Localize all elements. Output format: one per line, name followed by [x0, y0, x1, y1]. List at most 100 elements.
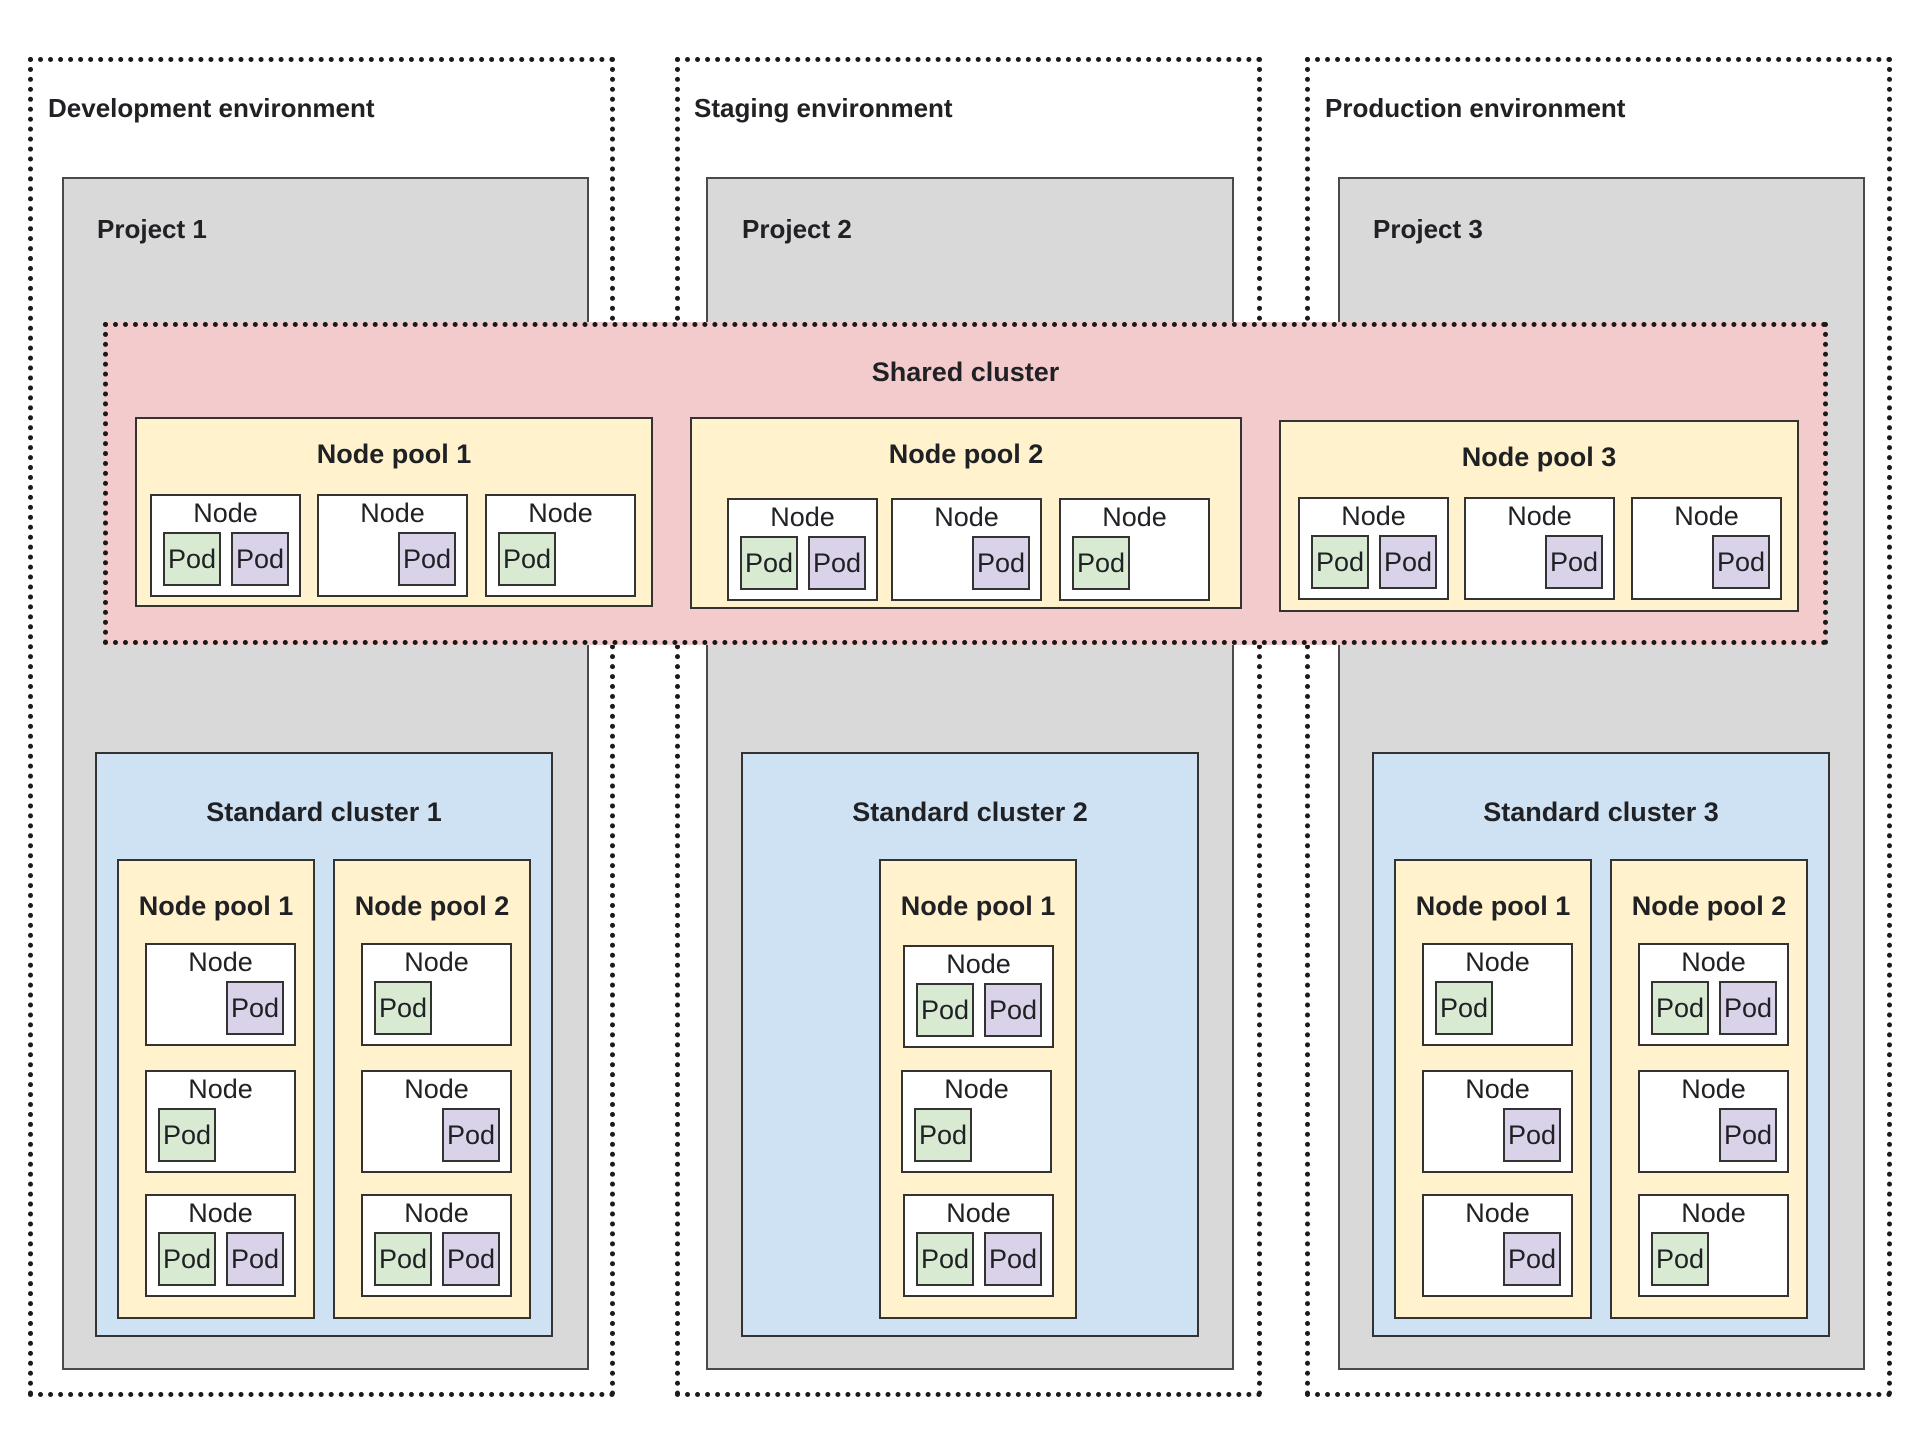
pod: Pod	[1435, 981, 1493, 1035]
shared-node-pool-1: Node pool 1 Node Pod Pod Node Pod Node P…	[135, 417, 653, 607]
pod: Pod	[398, 532, 456, 586]
project-1-title: Project 1	[97, 214, 207, 244]
standard-cluster-1: Standard cluster 1 Node pool 1 Node Pod …	[95, 752, 553, 1337]
standard-cluster-2-title: Standard cluster 2	[852, 797, 1088, 827]
standard-cluster-2: Standard cluster 2 Node pool 1 Node Pod …	[741, 752, 1199, 1337]
pod: Pod	[1651, 981, 1709, 1035]
node-pool-title: Node pool 2	[888, 439, 1044, 469]
pod: Pod	[1712, 535, 1770, 589]
node: Node Pod	[361, 1070, 512, 1173]
standard-cluster-1-title: Standard cluster 1	[206, 797, 442, 827]
pod: Pod	[1719, 1108, 1777, 1162]
node-label: Node	[1674, 501, 1739, 531]
shared-node-pool-3: Node pool 3 Node Pod Pod Node Pod Node P…	[1279, 420, 1799, 612]
node-label: Node	[1341, 501, 1406, 531]
node-label: Node	[193, 498, 258, 528]
environment-production	[1305, 57, 1892, 1397]
pod: Pod	[442, 1232, 500, 1286]
node-label: Node	[404, 1198, 469, 1228]
pod: Pod	[226, 981, 284, 1035]
node-label: Node	[770, 502, 835, 532]
node-pool-title: Node pool 2	[354, 891, 510, 921]
pod: Pod	[1503, 1108, 1561, 1162]
pod: Pod	[740, 536, 798, 590]
standard-cluster-3-title: Standard cluster 3	[1483, 797, 1719, 827]
pod: Pod	[374, 1232, 432, 1286]
node: Node Pod	[361, 943, 512, 1046]
node-pool: Node pool 2 Node Pod Node Pod Node Pod P…	[333, 859, 531, 1319]
environment-production-title: Production environment	[1325, 93, 1626, 123]
pod: Pod	[163, 532, 221, 586]
node: Node Pod Pod	[1298, 497, 1449, 600]
node-label: Node	[944, 1074, 1009, 1104]
node: Node Pod	[145, 1070, 296, 1173]
node-label: Node	[946, 1198, 1011, 1228]
node-label: Node	[360, 498, 425, 528]
node-label: Node	[1102, 502, 1167, 532]
node-pool-title: Node pool 3	[1461, 442, 1617, 472]
pod: Pod	[972, 536, 1030, 590]
node: Node Pod	[901, 1070, 1052, 1173]
node-label: Node	[188, 947, 253, 977]
pod: Pod	[1072, 536, 1130, 590]
node: Node Pod Pod	[361, 1194, 512, 1297]
standard-cluster-3: Standard cluster 3 Node pool 1 Node Pod …	[1372, 752, 1830, 1337]
shared-node-pool-2: Node pool 2 Node Pod Pod Node Pod Node P…	[690, 417, 1242, 609]
node: Node Pod Pod	[727, 498, 878, 601]
node: Node Pod	[1638, 1194, 1789, 1297]
node: Node Pod Pod	[903, 945, 1054, 1048]
node: Node Pod	[1631, 497, 1782, 600]
node-pool-title: Node pool 1	[138, 891, 294, 921]
node: Node Pod	[1422, 943, 1573, 1046]
pod: Pod	[914, 1108, 972, 1162]
node-label: Node	[528, 498, 593, 528]
pod: Pod	[1311, 535, 1369, 589]
pod: Pod	[1719, 981, 1777, 1035]
pod: Pod	[226, 1232, 284, 1286]
node: Node Pod	[1638, 1070, 1789, 1173]
node: Node Pod	[1422, 1070, 1573, 1173]
node: Node Pod	[1059, 498, 1210, 601]
shared-cluster: Shared cluster Node pool 1 Node Pod Pod …	[103, 322, 1828, 645]
pod: Pod	[916, 1232, 974, 1286]
node-label: Node	[1465, 947, 1530, 977]
node: Node Pod	[1422, 1194, 1573, 1297]
node-label: Node	[1507, 501, 1572, 531]
node-pool-title: Node pool 1	[900, 891, 1056, 921]
node: Node Pod	[485, 494, 636, 597]
node: Node Pod Pod	[145, 1194, 296, 1297]
node-pool: Node pool 1 Node Pod Node Pod Node Pod P…	[117, 859, 315, 1319]
project-2-title: Project 2	[742, 214, 852, 244]
environment-staging-title: Staging environment	[694, 93, 953, 123]
pod: Pod	[158, 1108, 216, 1162]
pod: Pod	[808, 536, 866, 590]
node: Node Pod	[317, 494, 468, 597]
node: Node Pod	[891, 498, 1042, 601]
pod: Pod	[916, 983, 974, 1037]
environment-development	[28, 57, 615, 1397]
node-label: Node	[946, 949, 1011, 979]
pod: Pod	[1545, 535, 1603, 589]
pod: Pod	[374, 981, 432, 1035]
node-label: Node	[1681, 947, 1746, 977]
node-pool-title: Node pool 1	[316, 439, 472, 469]
node-pool-title: Node pool 1	[1415, 891, 1571, 921]
pod: Pod	[1379, 535, 1437, 589]
node-label: Node	[1681, 1198, 1746, 1228]
node: Node Pod Pod	[903, 1194, 1054, 1297]
pod: Pod	[984, 1232, 1042, 1286]
node-pool-title: Node pool 2	[1631, 891, 1787, 921]
pod: Pod	[984, 983, 1042, 1037]
node-label: Node	[188, 1074, 253, 1104]
node-label: Node	[1681, 1074, 1746, 1104]
environment-development-title: Development environment	[48, 93, 375, 123]
pod: Pod	[231, 532, 289, 586]
node: Node Pod	[1464, 497, 1615, 600]
node-label: Node	[934, 502, 999, 532]
node-label: Node	[188, 1198, 253, 1228]
node-pool: Node pool 2 Node Pod Pod Node Pod Node P…	[1610, 859, 1808, 1319]
pod: Pod	[158, 1232, 216, 1286]
node: Node Pod Pod	[1638, 943, 1789, 1046]
node-label: Node	[1465, 1198, 1530, 1228]
project-3-title: Project 3	[1373, 214, 1483, 244]
